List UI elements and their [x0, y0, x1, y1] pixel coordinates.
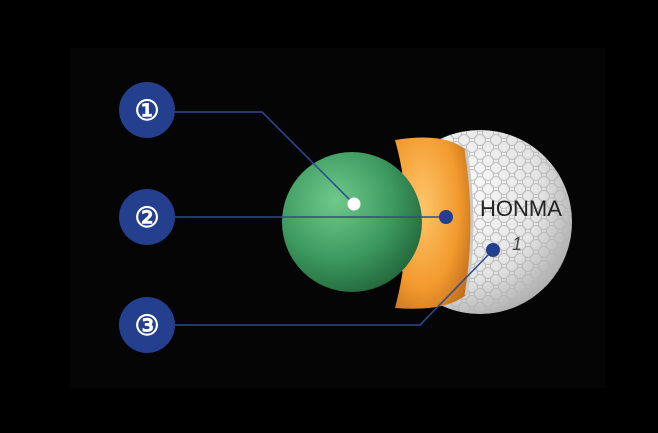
leader-line-3 [175, 249, 494, 326]
brand-text: HONMA [480, 196, 562, 221]
mantle-marker-dot [439, 210, 453, 224]
leader-line-1 [175, 111, 355, 205]
mantle-layer [395, 137, 474, 309]
cover-marker-dot [486, 243, 500, 257]
callout-number-1: ① [134, 95, 159, 126]
core-layer [282, 152, 422, 292]
ball-number: 1 [512, 234, 522, 254]
callout-badge-2: ② [119, 189, 175, 245]
callout-number-3: ③ [134, 310, 159, 341]
callout-badge-1: ① [119, 82, 175, 138]
callout-number-2: ② [134, 202, 159, 233]
callout-badge-3: ③ [119, 297, 175, 353]
core-marker-dot [347, 197, 361, 211]
